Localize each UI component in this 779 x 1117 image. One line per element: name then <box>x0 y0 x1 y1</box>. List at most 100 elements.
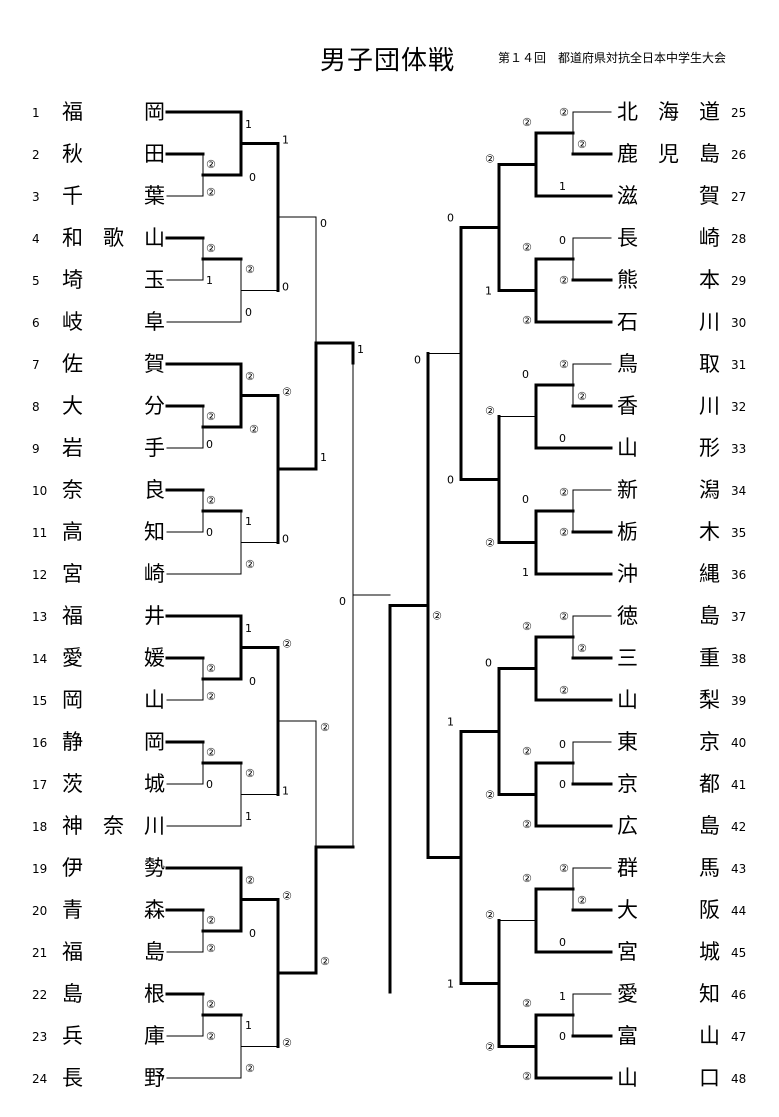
team-name: 熊本 <box>617 268 720 292</box>
team-name: 滋賀 <box>617 184 720 208</box>
match-score: 1 <box>245 118 252 131</box>
team-number: 28 <box>731 232 747 246</box>
match-score: 0 <box>206 438 213 451</box>
team-name: 沖縄 <box>617 562 720 586</box>
match-score: ② <box>206 410 216 423</box>
match-score: ② <box>485 405 495 418</box>
team-number: 7 <box>32 358 40 372</box>
match-score: ② <box>559 610 569 623</box>
match-score: 1 <box>485 285 492 298</box>
match-score: ② <box>282 386 292 399</box>
team-number: 15 <box>32 694 48 708</box>
match-score: ② <box>245 767 255 780</box>
team-name: 静岡 <box>62 730 165 754</box>
match-score: 1 <box>357 343 364 356</box>
match-score: ② <box>522 241 532 254</box>
team-name: 埼玉 <box>62 268 165 292</box>
match-score: ② <box>206 998 216 1011</box>
team-number: 22 <box>32 988 48 1002</box>
match-score: 1 <box>282 785 289 798</box>
match-score: ② <box>559 526 569 539</box>
match-score: 0 <box>559 936 566 949</box>
team-name: 群馬 <box>617 856 720 880</box>
team-number: 39 <box>731 694 747 708</box>
match-score: ② <box>522 116 532 129</box>
team-name: 広島 <box>617 814 720 838</box>
team-number: 10 <box>32 484 48 498</box>
team-number: 16 <box>32 736 48 750</box>
match-score: ② <box>485 537 495 550</box>
team-name: 島根 <box>62 982 165 1006</box>
match-score: ② <box>559 486 569 499</box>
team-number: 25 <box>731 106 747 120</box>
team-name: 大分 <box>62 394 165 418</box>
match-score: ② <box>245 263 255 276</box>
match-score: ② <box>206 158 216 171</box>
match-score: ② <box>206 914 216 927</box>
match-score: 0 <box>249 675 256 688</box>
team-number: 2 <box>32 148 40 162</box>
team-number: 40 <box>731 736 747 750</box>
team-number: 34 <box>731 484 747 498</box>
team-number: 4 <box>32 232 40 246</box>
match-score: ② <box>485 909 495 922</box>
team-name: 香川 <box>617 394 720 418</box>
team-name: 山口 <box>617 1066 720 1090</box>
match-score: 1 <box>559 180 566 193</box>
team-name: 新潟 <box>617 478 720 502</box>
match-score: 0 <box>522 493 529 506</box>
team-number: 48 <box>731 1072 747 1086</box>
match-score: ② <box>559 358 569 371</box>
match-score: ② <box>206 746 216 759</box>
match-score: 1 <box>245 622 252 635</box>
team-name: 鳥取 <box>617 352 720 376</box>
team-name: 千葉 <box>62 184 165 208</box>
match-score: 1 <box>245 515 252 528</box>
team-number: 13 <box>32 610 48 624</box>
team-number: 33 <box>731 442 747 456</box>
team-number: 21 <box>32 946 48 960</box>
team-name: 三重 <box>617 646 720 670</box>
match-score: 1 <box>282 134 289 147</box>
team-number: 46 <box>731 988 747 1002</box>
match-score: ② <box>206 690 216 703</box>
match-score: ② <box>282 890 292 903</box>
team-number: 45 <box>731 946 747 960</box>
match-score: 0 <box>559 432 566 445</box>
team-name: 東京 <box>617 730 720 754</box>
team-name: 和歌山 <box>62 226 165 250</box>
team-number: 37 <box>731 610 747 624</box>
team-name: 福島 <box>62 940 165 964</box>
team-number: 41 <box>731 778 747 792</box>
match-score: 0 <box>559 778 566 791</box>
team-number: 20 <box>32 904 48 918</box>
match-score: 0 <box>559 234 566 247</box>
match-score: 0 <box>282 281 289 294</box>
match-score: 0 <box>414 354 421 367</box>
team-number: 32 <box>731 400 747 414</box>
team-number: 47 <box>731 1030 747 1044</box>
match-score: ② <box>206 662 216 675</box>
team-name: 神奈川 <box>62 814 165 838</box>
team-number: 3 <box>32 190 40 204</box>
match-score: 0 <box>522 368 529 381</box>
team-number: 12 <box>32 568 48 582</box>
team-number: 29 <box>731 274 747 288</box>
match-score: ② <box>245 1062 255 1075</box>
team-name: 岡山 <box>62 688 165 712</box>
team-name: 佐賀 <box>62 352 165 376</box>
team-number: 11 <box>32 526 48 540</box>
team-name: 青森 <box>62 898 165 922</box>
team-name: 愛知 <box>617 982 720 1006</box>
team-number: 8 <box>32 400 40 414</box>
team-name: 北海道 <box>617 100 720 124</box>
team-number: 44 <box>731 904 747 918</box>
team-name: 愛媛 <box>62 646 165 670</box>
match-score: 0 <box>559 1030 566 1043</box>
team-number: 5 <box>32 274 40 288</box>
team-name: 徳島 <box>617 604 720 628</box>
match-score: ② <box>206 1030 216 1043</box>
team-number: 19 <box>32 862 48 876</box>
team-name: 山梨 <box>617 688 720 712</box>
team-number: 17 <box>32 778 48 792</box>
